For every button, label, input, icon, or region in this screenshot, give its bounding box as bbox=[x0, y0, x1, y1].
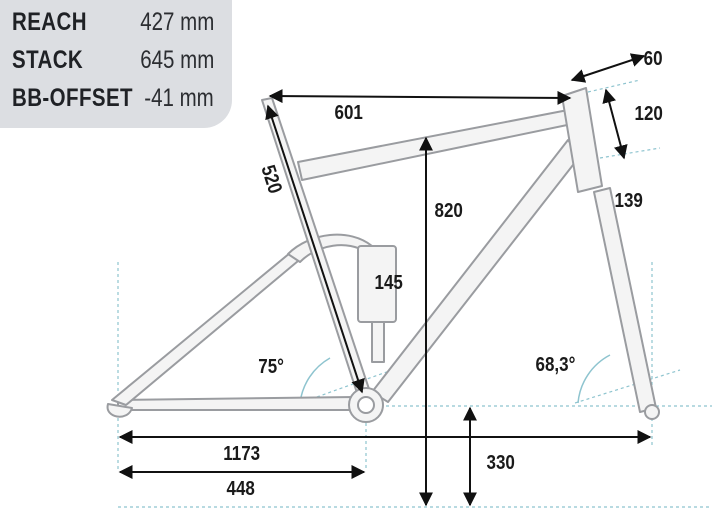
head-tube-label: 139 bbox=[614, 190, 643, 212]
rear-dropout bbox=[106, 403, 133, 418]
seat-angle-arc bbox=[299, 357, 331, 404]
head-angle-label: 68,3° bbox=[535, 354, 576, 376]
shock-shaft bbox=[371, 321, 385, 363]
seatstay bbox=[111, 247, 305, 406]
stack-height-label: 820 bbox=[434, 200, 463, 222]
head-tube bbox=[561, 87, 603, 193]
chainstay-label: 448 bbox=[226, 478, 255, 500]
front-axle bbox=[644, 404, 660, 420]
stem-label: 60 bbox=[643, 48, 663, 70]
fork bbox=[593, 187, 657, 413]
spacer-arrow bbox=[602, 88, 628, 160]
spec-value: 427 mm bbox=[139, 8, 214, 36]
spec-row-stack: STACK 645 mm bbox=[12, 44, 222, 76]
spec-value: -41 mm bbox=[144, 84, 214, 112]
chainstay bbox=[117, 396, 356, 411]
geometry-spec-panel: REACH 427 mm STACK 645 mm BB-OFFSET -41 … bbox=[0, 0, 232, 128]
bike-frame bbox=[106, 87, 660, 423]
bb-height-label: 330 bbox=[486, 452, 515, 474]
stem-arrow bbox=[570, 53, 646, 83]
top-tube-label: 601 bbox=[334, 102, 363, 124]
spec-label: STACK bbox=[12, 46, 84, 74]
spec-value: 645 mm bbox=[139, 46, 214, 74]
wheelbase-label: 1173 bbox=[223, 443, 261, 465]
dimension-arrows bbox=[118, 53, 652, 507]
shock-label: 145 bbox=[374, 272, 403, 294]
top-tube-arrow bbox=[268, 89, 572, 105]
spacer-label: 120 bbox=[634, 103, 663, 125]
spec-row-reach: REACH 427 mm bbox=[12, 6, 222, 38]
head-angle-arc bbox=[577, 354, 611, 404]
seat-tube-arrow bbox=[265, 104, 365, 394]
seat-angle-label: 75° bbox=[258, 356, 284, 378]
spec-label: REACH bbox=[12, 8, 87, 36]
spec-label: BB-OFFSET bbox=[12, 84, 133, 112]
spec-row-bb-offset: BB-OFFSET -41 mm bbox=[12, 82, 222, 114]
